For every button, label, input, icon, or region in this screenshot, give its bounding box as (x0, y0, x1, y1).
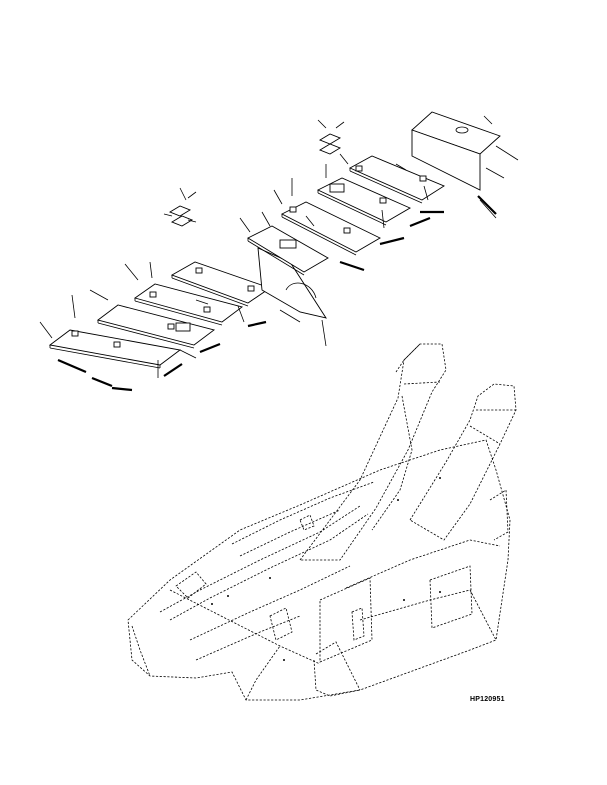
frame-front-mount (175, 514, 315, 641)
floor-plate-3 (133, 283, 244, 326)
callout-arrows (39, 115, 519, 378)
hardware-stack-right (318, 133, 342, 155)
floor-plate-2 (96, 304, 216, 349)
figure-label: HP120951 (470, 696, 505, 703)
frame-detail-dots (211, 477, 441, 661)
hardware-stack-left (168, 205, 194, 227)
main-frame-assembly (127, 343, 517, 701)
floor-plate-8 (348, 155, 445, 204)
thick-pointer-lines (57, 195, 497, 392)
floor-plate-6 (281, 201, 381, 256)
floor-plates-group (39, 111, 519, 392)
frame-rails (159, 481, 375, 661)
top-cover-plate (411, 111, 501, 191)
frame-left-arm (299, 343, 447, 561)
frame-rear-block (319, 565, 473, 663)
floor-plate-5 (247, 225, 329, 276)
floor-plate-7 (316, 177, 411, 226)
frame-right-arm (409, 383, 517, 541)
frame-base (127, 439, 511, 701)
floor-plate-1 (48, 329, 182, 369)
